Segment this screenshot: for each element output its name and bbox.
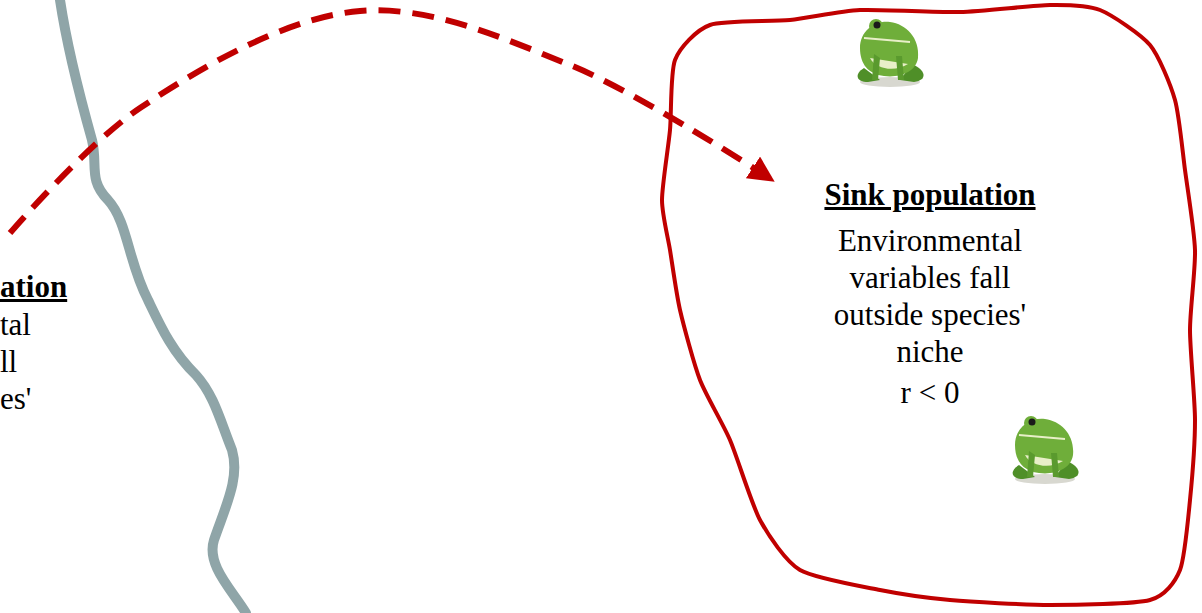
frog-shadow bbox=[1015, 474, 1075, 484]
river-line bbox=[60, 0, 246, 613]
node-body-text: r < 0 bbox=[810, 374, 1050, 411]
node-body-text: Environmental variables fall outside spe… bbox=[810, 222, 1050, 370]
frog-leg bbox=[858, 68, 880, 82]
frog-body bbox=[860, 22, 918, 77]
node-body-text: tal ll es' bbox=[0, 306, 45, 417]
frog-belly bbox=[1025, 455, 1063, 466]
frog-stripe bbox=[1019, 435, 1065, 439]
sink-region: Sink populationEnvironmental variables f… bbox=[660, 10, 1200, 605]
frog-eye bbox=[869, 19, 883, 33]
frog-leg bbox=[1055, 461, 1079, 479]
frog-belly bbox=[870, 58, 908, 69]
frog-arm bbox=[1051, 453, 1059, 477]
frog-shadow bbox=[860, 77, 920, 87]
frog-illustration bbox=[1013, 416, 1079, 484]
frog-stripe bbox=[864, 38, 910, 42]
region-outline-path bbox=[662, 5, 1195, 605]
frog-pupil bbox=[1029, 419, 1036, 426]
frog-illustration bbox=[858, 19, 924, 87]
frog-arm bbox=[896, 56, 904, 80]
source-region: ationtal ll es' bbox=[0, 233, 45, 417]
frog-eye bbox=[1024, 416, 1038, 430]
node-heading: Sink population bbox=[780, 176, 1080, 213]
frog-arm bbox=[872, 54, 880, 80]
frog-pupil bbox=[874, 22, 881, 29]
frog-leg bbox=[900, 64, 924, 82]
frog-arm bbox=[1027, 451, 1035, 477]
frog-body bbox=[1015, 419, 1073, 474]
node-heading: ation bbox=[0, 268, 67, 305]
dispersal-arrow bbox=[10, 10, 766, 233]
frog-leg bbox=[1013, 465, 1035, 479]
